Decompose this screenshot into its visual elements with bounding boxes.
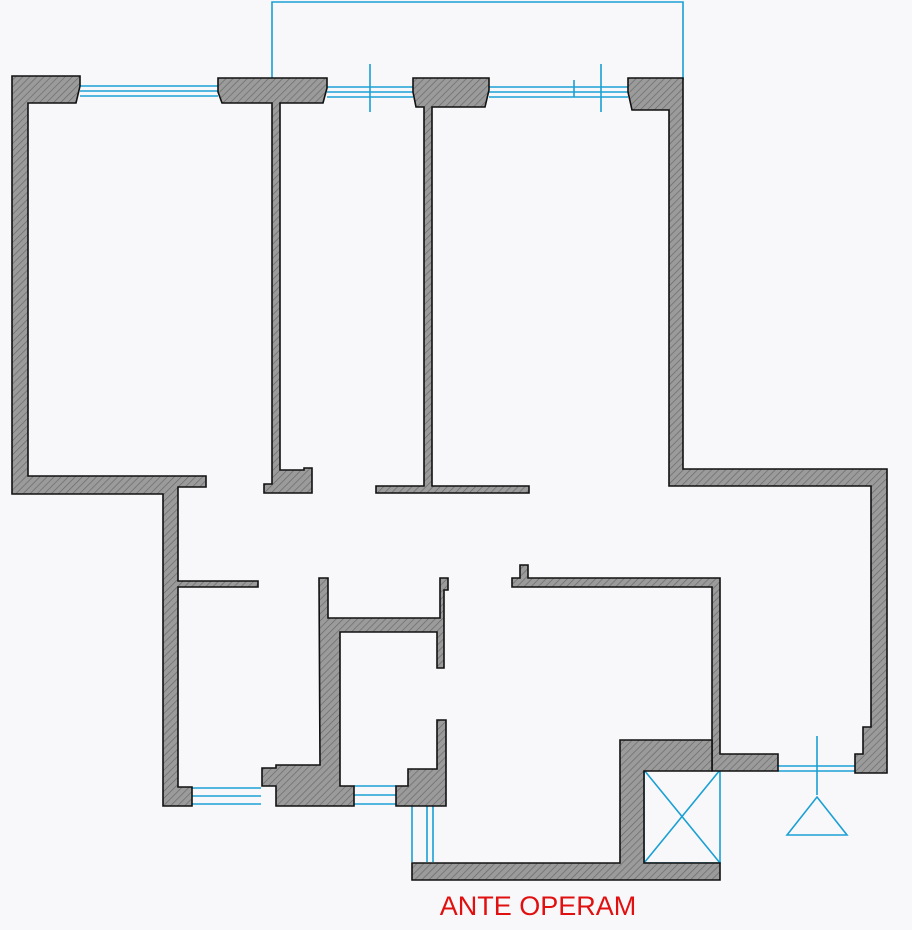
outer-wall-right (627, 77, 888, 774)
drawing-caption: ANTE OPERAM (440, 891, 637, 921)
walls (11, 75, 888, 881)
balcony-railing (271, 1, 684, 80)
top-pier-3 (375, 77, 530, 494)
bath-jamb (395, 719, 447, 807)
shaft-box (643, 769, 721, 864)
partition-small-stub (261, 577, 449, 807)
shaft-surround (411, 739, 721, 881)
level-marker-triangle (785, 795, 849, 836)
vertical-window (411, 806, 434, 862)
top-window-1 (80, 85, 218, 97)
top-window-2 (327, 64, 413, 112)
lower-right-wall (511, 564, 779, 772)
top-window-3 (489, 64, 628, 112)
outer-wall-left (11, 75, 259, 807)
bottom-window-2 (354, 785, 396, 805)
right-opening (778, 736, 856, 836)
top-pier-2 (217, 77, 328, 494)
bottom-window-1 (192, 787, 261, 805)
window-lines (80, 1, 856, 864)
